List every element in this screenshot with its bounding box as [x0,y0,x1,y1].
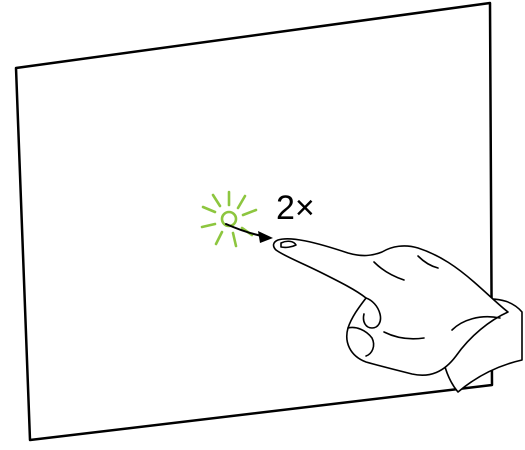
tap-burst-icon [200,190,258,248]
tap-count-label: 2× [276,189,315,227]
arrow-icon [225,223,273,243]
pointing-hand-icon [272,237,523,393]
